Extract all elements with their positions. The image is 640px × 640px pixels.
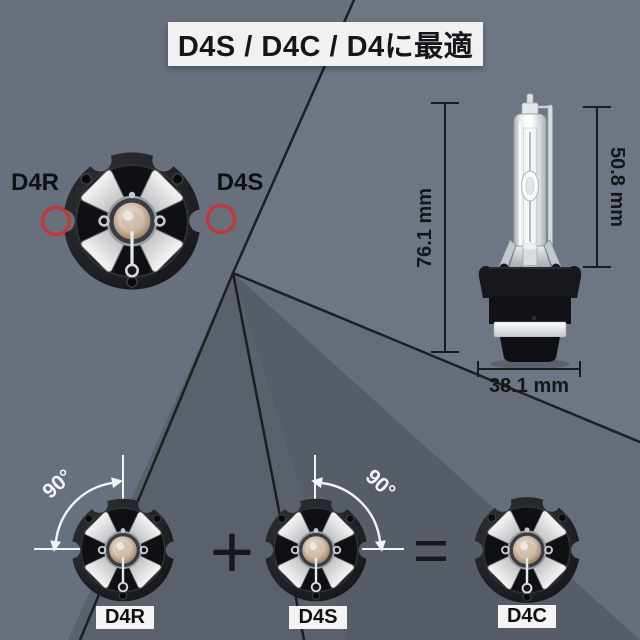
equals-sign: =: [413, 517, 449, 586]
label-box: [96, 606, 154, 629]
keying-right-label: D4S: [217, 169, 264, 196]
keying-left-label: D4R: [11, 169, 59, 196]
glass-length-dimension: [583, 106, 611, 268]
rotation-arrow-icon: [321, 481, 382, 542]
plus-sign: +: [210, 510, 254, 595]
hid-bulb-figure: 76.1 mm 50.8 mm 38.1 mm: [414, 93, 628, 397]
page-title: D4S / D4C / D4に最適: [177, 31, 474, 63]
socket-label-d4r: D4R: [105, 606, 146, 628]
notch-highlight-circle-right: [205, 203, 237, 235]
height-dimension-label: 76.1 mm: [414, 188, 436, 268]
label-box: [498, 605, 556, 628]
rotation-arrow-icon: [54, 481, 113, 542]
socket-d4s-icon: [265, 499, 368, 602]
socket-d4r-icon: [72, 499, 175, 602]
keying-diagram: D4R D4S: [11, 152, 263, 289]
socket-label-d4s: D4S: [299, 606, 338, 628]
notch-highlight-circle-left: [40, 205, 72, 237]
socket-d4c-icon: [474, 497, 580, 603]
socket-label-d4c: D4C: [507, 605, 547, 627]
keying-socket-icon: [63, 152, 200, 289]
seam-line: [231, 271, 640, 444]
glass-length-dimension-label: 50.8 mm: [606, 147, 628, 227]
hid-bulb-icon: [478, 93, 582, 362]
conversion-row: 90° D4R + 90° D4S = D4C: [34, 455, 580, 629]
title-banner: D4S / D4C / D4に最適: [168, 22, 483, 66]
height-dimension: [431, 102, 459, 353]
label-box: [289, 606, 347, 629]
width-dimension-label: 38.1 mm: [489, 375, 569, 397]
width-dimension: [477, 361, 581, 377]
